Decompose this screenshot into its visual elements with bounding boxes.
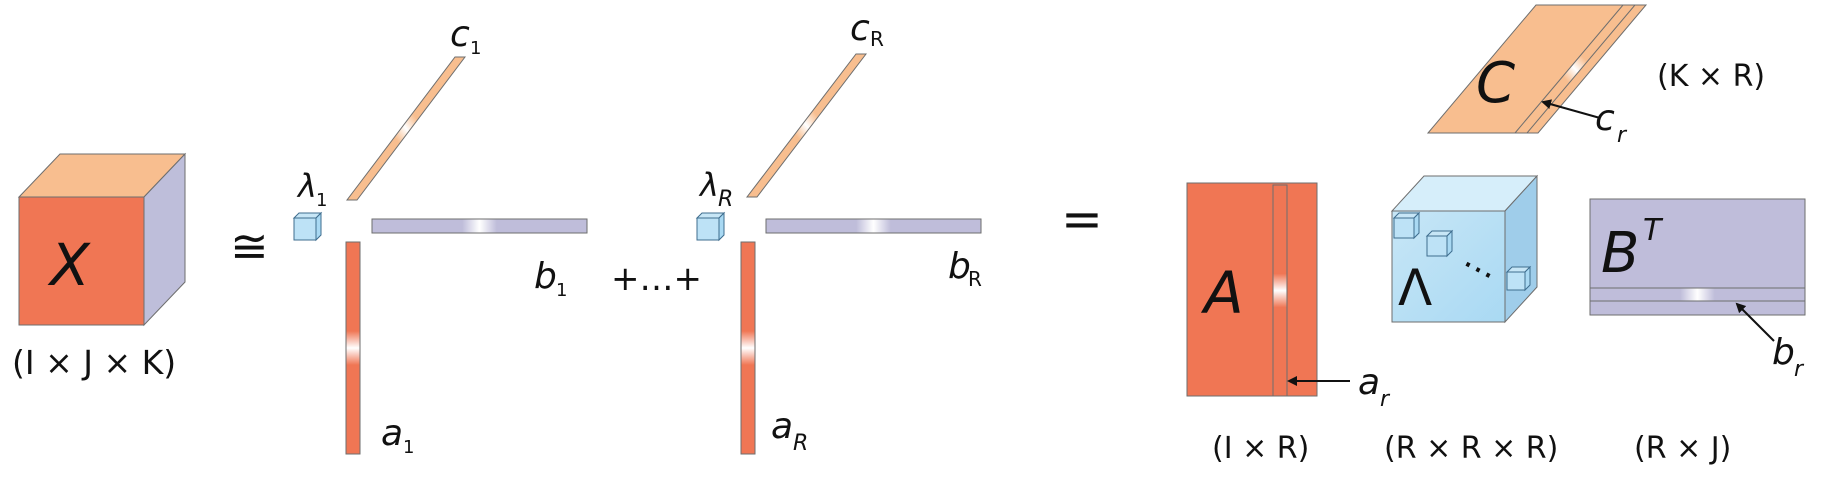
matrix-a-label: A: [1200, 259, 1244, 327]
a-subscript-last: R: [793, 431, 808, 456]
vector-c-last: [745, 53, 868, 198]
matrix-a-body: [1186, 182, 1318, 397]
matrix-bt-label: B: [1601, 221, 1639, 286]
matrix-a-column: [1272, 184, 1288, 397]
matrix-bt-dims: (R × J): [1634, 431, 1731, 466]
b-subscript-last: R: [968, 267, 982, 291]
vector-b-last: [765, 218, 982, 234]
lambda-cube-last: [695, 211, 726, 242]
factor-matrix-a: A a r: [1186, 182, 1391, 412]
vector-a-first: [345, 241, 361, 455]
matrix-bt-superscript: T: [1643, 213, 1664, 248]
matrix-c-column-label: c: [1595, 98, 1615, 139]
lambda-label-last: λ: [698, 166, 719, 204]
a-label-first: a: [381, 413, 403, 454]
c-label-first: c: [450, 14, 470, 55]
b-subscript-first: 1: [556, 280, 567, 301]
matrix-c-column-arrow: [1541, 99, 1601, 119]
tensor-label: X: [47, 231, 91, 299]
matrix-bt-row-subscript: r: [1794, 357, 1805, 382]
matrix-a-dims: (I × R): [1212, 431, 1309, 466]
factor-matrix-c: C c r: [1426, 4, 1648, 148]
lambda-label-first: λ: [296, 167, 317, 205]
vector-b-first: [371, 218, 588, 234]
core-diagonal-cube-2: [1425, 229, 1454, 258]
a-label-last: a: [771, 406, 793, 447]
lambda-subscript-last: R: [718, 187, 733, 212]
c-subscript-first: 1: [470, 38, 481, 59]
lambda-subscript-first: 1: [316, 190, 327, 211]
rank-one-term-last: λ R c R b R a R: [695, 8, 982, 456]
equals-symbol: =: [1061, 190, 1103, 248]
c-subscript-last: R: [870, 27, 884, 51]
matrix-c-column-subscript: r: [1617, 123, 1628, 148]
core-dims: (R × R × R): [1384, 431, 1558, 466]
matrix-c-dims: (K × R): [1657, 59, 1765, 94]
tensor-front-face: [18, 196, 145, 326]
factor-matrix-bt: B T b r: [1589, 198, 1806, 382]
matrix-bt-row-arrow: [1735, 302, 1775, 342]
b-label-last: b: [948, 246, 971, 287]
matrix-c-plane: [1426, 4, 1648, 134]
matrix-a-column-subscript: r: [1380, 387, 1391, 412]
rank-one-term-first: λ 1 c 1 b 1 a 1: [292, 14, 588, 458]
tensor-dims: (I × J × K): [12, 343, 176, 382]
matrix-bt-row: [1589, 287, 1806, 302]
c-label-last: c: [850, 8, 870, 49]
plus-ellipsis: +…+: [611, 259, 702, 299]
matrix-bt-row-label: b: [1772, 332, 1795, 373]
matrix-a-column-label: a: [1358, 362, 1380, 403]
b-label-first: b: [534, 256, 557, 297]
core-diagonal-cube-r: [1505, 265, 1532, 292]
approx-symbol: ≅: [230, 219, 269, 273]
a-subscript-first: 1: [403, 437, 414, 458]
matrix-c-label: C: [1476, 51, 1515, 116]
core-label: Λ: [1398, 259, 1432, 317]
tensor-x-cube: X: [17, 152, 187, 327]
lambda-cube-first: [292, 211, 323, 242]
core-diagonal-cube-1: [1392, 211, 1421, 240]
core-tensor: … Λ: [1390, 174, 1539, 324]
vector-c-first: [345, 56, 467, 201]
vector-a-last: [740, 241, 756, 455]
